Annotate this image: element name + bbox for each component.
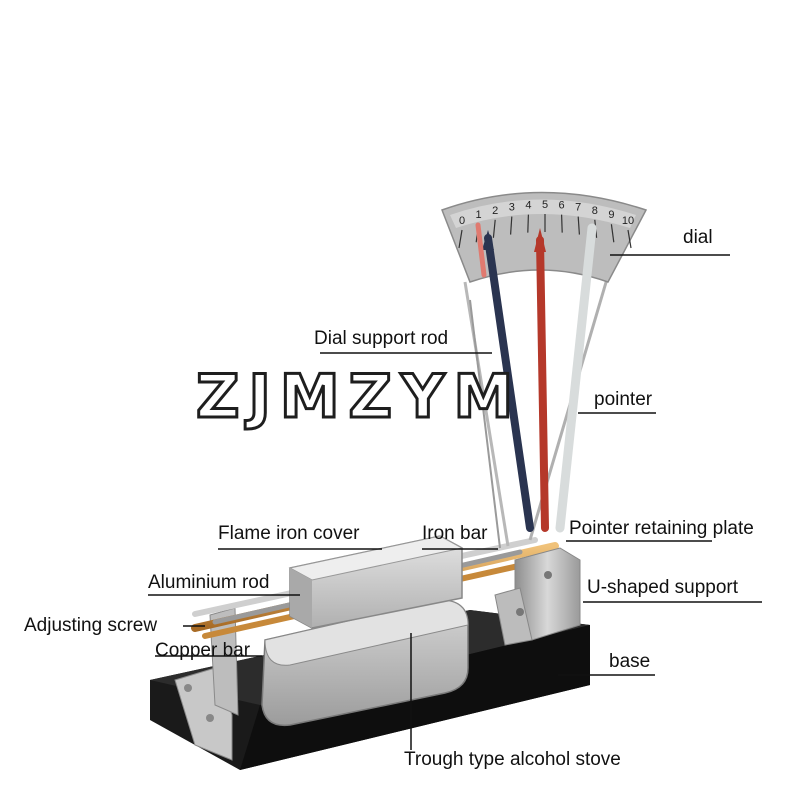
label-adjusting-screw: Adjusting screw	[24, 615, 158, 636]
pointer-red	[536, 236, 549, 532]
pointer-pink	[475, 222, 487, 278]
dial-scale-label: 0	[459, 215, 465, 227]
dial-tick	[610, 224, 615, 243]
watermark: ZJMZYM	[194, 361, 523, 434]
dial-tick	[561, 214, 563, 233]
dial-tick	[510, 216, 513, 235]
dial-scale-label: 2	[492, 205, 498, 217]
dial-scale-label: 5	[542, 199, 548, 211]
dial-scale-label: 6	[559, 200, 565, 212]
label-base: base	[609, 651, 651, 672]
dial-tick	[577, 216, 580, 235]
pointer-white	[555, 223, 597, 533]
pointer-blue	[484, 234, 534, 532]
dial-tick	[527, 214, 529, 233]
dial-tick	[492, 219, 496, 238]
label-trough-stove: Trough type alcohol stove	[404, 749, 621, 770]
flame-iron-cover	[288, 535, 464, 629]
leader-lines	[148, 254, 762, 750]
dial-scale-label: 10	[622, 215, 634, 227]
label-pointer-retaining-plate: Pointer retaining plate	[569, 518, 754, 539]
label-dial-support-rod: Dial support rod	[314, 328, 449, 349]
dial-scale-label: 9	[608, 209, 614, 221]
dial-scale-label: 1	[476, 209, 482, 221]
trough-stove	[261, 599, 469, 727]
label-copper-bar: Copper bar	[155, 640, 251, 661]
left-bracket	[174, 607, 239, 761]
dial-scale-label: 8	[592, 205, 598, 217]
label-flame-iron-cover: Flame iron cover	[218, 523, 360, 544]
pointers	[475, 222, 597, 533]
label-dial: dial	[683, 227, 713, 248]
dial-scale-label: 4	[525, 200, 531, 212]
u-shaped-support	[494, 547, 581, 646]
label-u-shaped-support: U-shaped support	[587, 577, 739, 598]
dial-scale-label: 3	[509, 202, 515, 214]
dial-tick	[627, 229, 632, 249]
label-pointer: pointer	[594, 389, 653, 410]
dial-scale-label: 7	[575, 202, 581, 214]
label-aluminium-rod: Aluminium rod	[148, 572, 270, 593]
dial-tick	[458, 229, 463, 249]
label-iron-bar: Iron bar	[422, 523, 488, 544]
